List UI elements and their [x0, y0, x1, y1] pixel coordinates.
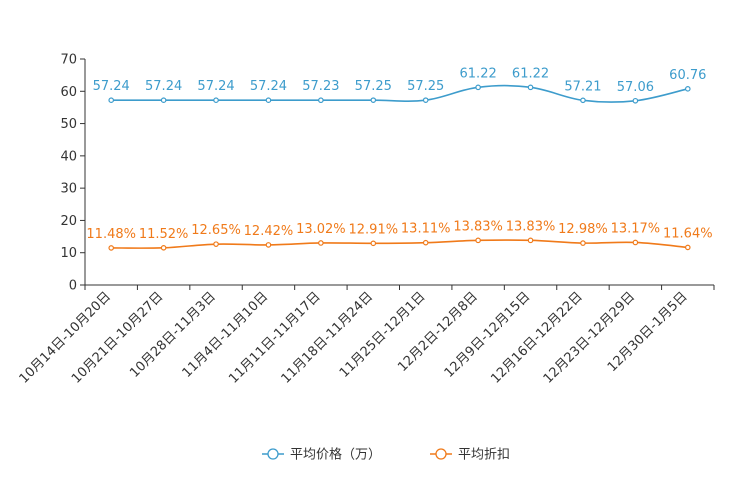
- data-label-0: 57.21: [564, 79, 601, 94]
- data-point-0: [108, 97, 115, 103]
- data-point-0: [632, 97, 639, 104]
- data-point-0: [160, 97, 167, 103]
- x-tick-label: 10月14日-10月20日: [17, 289, 114, 386]
- y-tick-label: 30: [60, 182, 77, 197]
- data-label-1: 11.52%: [139, 227, 189, 242]
- series-line-0: [111, 84, 688, 104]
- y-tick-label: 70: [60, 53, 77, 68]
- y-tick-label: 20: [60, 214, 77, 229]
- data-label-1: 12.42%: [244, 224, 294, 239]
- data-point-0: [527, 84, 534, 91]
- data-label-1: 11.48%: [86, 227, 136, 242]
- data-point-1: [632, 239, 639, 246]
- legend-label: 平均折扣: [458, 448, 510, 463]
- x-tick-label: 10月21日-10月27日: [69, 289, 166, 386]
- legend-swatch-marker: [267, 448, 279, 460]
- data-label-1: 13.83%: [453, 219, 503, 234]
- x-tick-label: 11月18日-11月24日: [279, 289, 376, 386]
- y-tick-label: 10: [60, 246, 77, 261]
- data-label-1: 13.83%: [506, 219, 556, 234]
- data-point-1: [160, 245, 167, 251]
- data-point-1: [370, 240, 377, 247]
- data-label-1: 12.98%: [558, 222, 608, 237]
- data-point-0: [213, 97, 219, 103]
- data-point-0: [265, 97, 272, 103]
- data-point-0: [580, 97, 586, 104]
- data-point-1: [422, 239, 429, 246]
- legend-label: 平均价格（万）: [290, 447, 381, 463]
- data-point-1: [580, 240, 586, 246]
- data-label-0: 57.24: [145, 79, 182, 94]
- data-label-0: 57.24: [93, 79, 130, 94]
- data-point-1: [108, 245, 115, 251]
- data-label-1: 12.65%: [191, 223, 241, 238]
- x-tick-label: 12月16日-12月22日: [488, 289, 585, 386]
- data-label-1: 11.64%: [663, 226, 713, 241]
- data-point-1: [213, 241, 219, 247]
- data-point-1: [318, 240, 324, 246]
- data-point-0: [684, 86, 691, 92]
- data-label-1: 13.02%: [296, 222, 346, 237]
- data-label-0: 57.23: [302, 79, 339, 94]
- data-label-1: 13.11%: [401, 222, 451, 237]
- data-point-0: [422, 97, 429, 103]
- data-label-0: 61.22: [460, 66, 497, 81]
- data-label-1: 12.91%: [349, 222, 399, 237]
- data-point-1: [527, 237, 534, 244]
- y-tick-label: 60: [60, 85, 77, 100]
- data-label-0: 60.76: [669, 68, 706, 83]
- data-point-0: [318, 97, 324, 104]
- data-label-0: 57.06: [617, 80, 654, 95]
- data-point-0: [475, 84, 481, 91]
- y-tick-label: 50: [60, 117, 77, 132]
- x-tick-label: 11月11日-11月17日: [226, 289, 323, 386]
- y-tick-label: 0: [69, 279, 77, 294]
- data-point-1: [265, 242, 272, 248]
- data-label-0: 57.25: [355, 79, 392, 94]
- data-point-1: [475, 237, 481, 244]
- y-tick-label: 40: [60, 149, 77, 164]
- data-label-1: 13.17%: [611, 221, 661, 236]
- data-point-1: [684, 244, 691, 251]
- data-label-0: 61.22: [512, 66, 549, 81]
- data-label-0: 57.25: [407, 79, 444, 94]
- x-tick-label: 12月23日-12月29日: [541, 289, 638, 386]
- data-point-0: [370, 97, 377, 103]
- series-line-1: [111, 239, 688, 249]
- data-label-0: 57.24: [250, 79, 287, 94]
- data-label-0: 57.24: [197, 79, 234, 94]
- legend-swatch-marker: [435, 448, 447, 460]
